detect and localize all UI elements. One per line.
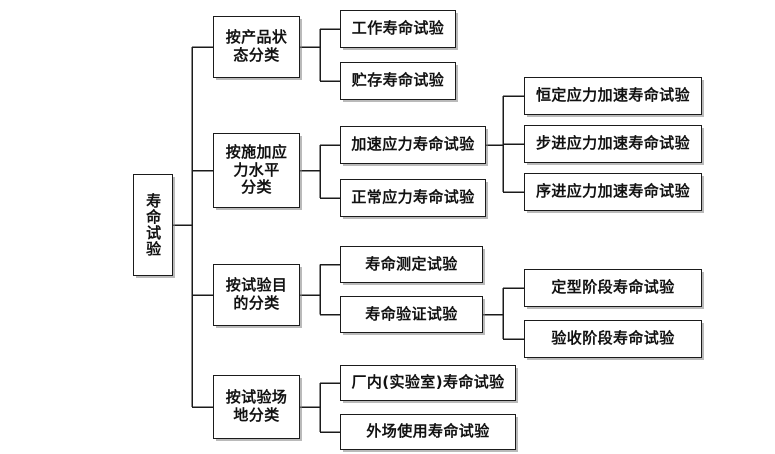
leaf-node-work-life-test[interactable]: 工作寿命试验 <box>340 10 456 48</box>
leaf-node-normal-stress-life-test[interactable]: 正常应力寿命试验 <box>340 179 486 217</box>
leaf-node-storage-life-test[interactable]: 贮存寿命试验 <box>340 62 456 100</box>
branch-node-by-applied-stress-level[interactable]: 按施加应 力水平 分类 <box>213 133 300 208</box>
leaf-label-work-life-test: 工作寿命试验 <box>351 19 445 38</box>
leaf-label-finalization-stage-life-test: 定型阶段寿命试验 <box>551 278 675 297</box>
label-life-verification-test: 寿命验证试验 <box>365 304 458 323</box>
leaf-node-in-plant-laboratory-life-test[interactable]: 厂内(实验室)寿命试验 <box>340 365 516 401</box>
leaf-node-life-measurement-test[interactable]: 寿命测定试验 <box>340 246 483 283</box>
branch-node-by-test-purpose[interactable]: 按试验目 的分类 <box>213 264 300 326</box>
root-node-life-test[interactable]: 寿命试验 <box>133 174 173 276</box>
branch-label-by-test-purpose: 按试验目 的分类 <box>225 276 288 312</box>
leaf-label-constant-stress-accelerated-life-test: 恒定应力加速寿命试验 <box>535 86 690 105</box>
leaf-node-acceptance-stage-life-test[interactable]: 验收阶段寿命试验 <box>524 320 702 358</box>
root-node-label: 寿命试验 <box>144 193 163 257</box>
leaf-label-progressive-stress-accelerated-life-test: 序进应力加速寿命试验 <box>535 182 690 201</box>
leaf-node-field-use-life-test[interactable]: 外场使用寿命试验 <box>340 414 516 450</box>
leaf-node-finalization-stage-life-test[interactable]: 定型阶段寿命试验 <box>524 269 702 307</box>
leaf-label-storage-life-test: 贮存寿命试验 <box>351 71 445 90</box>
branch-node-by-product-state[interactable]: 按产品状 态分类 <box>213 16 300 78</box>
branch-label-by-test-site: 按试验场 地分类 <box>225 388 288 424</box>
leaf-label-in-plant-laboratory-life-test: 厂内(实验室)寿命试验 <box>351 373 505 392</box>
node-life-verification-test[interactable]: 寿命验证试验 <box>340 296 483 333</box>
leaf-node-step-stress-accelerated-life-test[interactable]: 步进应力加速寿命试验 <box>524 125 702 163</box>
leaf-node-progressive-stress-accelerated-life-test[interactable]: 序进应力加速寿命试验 <box>524 173 702 211</box>
leaf-label-step-stress-accelerated-life-test: 步进应力加速寿命试验 <box>535 134 690 153</box>
leaf-node-constant-stress-accelerated-life-test[interactable]: 恒定应力加速寿命试验 <box>524 77 702 115</box>
branch-label-by-product-state: 按产品状 态分类 <box>225 28 288 64</box>
leaf-label-field-use-life-test: 外场使用寿命试验 <box>366 422 490 441</box>
leaf-label-normal-stress-life-test: 正常应力寿命试验 <box>351 188 475 207</box>
branch-label-by-applied-stress-level: 按施加应 力水平 分类 <box>225 142 288 197</box>
node-accelerated-stress-life-test[interactable]: 加速应力寿命试验 <box>340 126 486 164</box>
branch-node-by-test-site[interactable]: 按试验场 地分类 <box>213 375 300 439</box>
leaf-label-life-measurement-test: 寿命测定试验 <box>365 254 458 273</box>
label-accelerated-stress-life-test: 加速应力寿命试验 <box>351 135 475 154</box>
leaf-label-acceptance-stage-life-test: 验收阶段寿命试验 <box>551 329 675 348</box>
